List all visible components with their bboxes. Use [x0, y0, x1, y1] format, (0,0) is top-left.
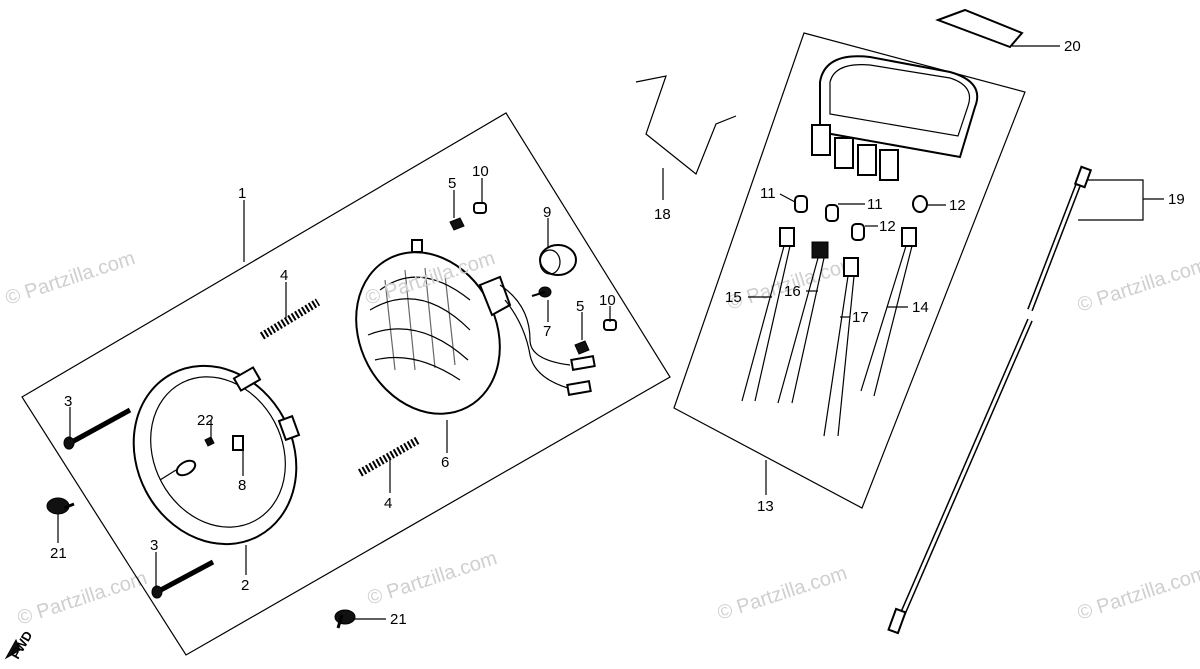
callout-12: 12: [879, 218, 896, 235]
bulb-11-icon: [825, 204, 839, 222]
grommet-10-icon: [473, 202, 487, 214]
bolt-22-icon: [204, 436, 215, 447]
screw-3-lower: [151, 559, 215, 599]
nut-8-icon: [232, 435, 244, 451]
watermark: © Partzilla.com: [1075, 254, 1200, 317]
callout-22: 22: [197, 412, 214, 429]
meter-unit: [811, 55, 979, 181]
watermark: © Partzilla.com: [715, 562, 850, 625]
callout-14: 14: [912, 299, 929, 316]
headlight-case: [132, 364, 301, 546]
direction-label: FWD: [8, 628, 36, 661]
wire-socket-14: [860, 227, 917, 397]
bulb-12-icon: [912, 195, 928, 213]
callout-20: 20: [1064, 38, 1081, 55]
callout-10: 10: [599, 292, 616, 309]
callout-4: 4: [280, 267, 288, 284]
bracket-18: [635, 75, 737, 175]
wire-socket-16: [777, 241, 829, 404]
callout-3: 3: [64, 393, 72, 410]
callout-18: 18: [654, 206, 671, 223]
screw-7-icon: [531, 286, 552, 298]
callout-13: 13: [757, 498, 774, 515]
leader-lines: [57, 45, 1164, 620]
callout-5: 5: [576, 298, 584, 315]
bolt-21-left: [46, 497, 75, 515]
bolt-21-bottom: [334, 609, 356, 629]
wire-socket-15: [741, 227, 795, 402]
callout-numbers: 1 2 3 3 4 4 5 5 6 7 8 9 10 10 11 11 12 1…: [50, 38, 1185, 628]
callout-3: 3: [150, 537, 158, 554]
watermark: © Partzilla.com: [1075, 562, 1200, 625]
callout-10: 10: [472, 163, 489, 180]
callout-5: 5: [448, 175, 456, 192]
spring-4-lower: [358, 436, 420, 477]
nut-5-icon: [574, 340, 590, 355]
callout-11: 11: [760, 185, 776, 202]
watermark: © Partzilla.com: [15, 567, 150, 630]
label-20: [935, 8, 1024, 49]
callout-21: 21: [390, 611, 407, 628]
callout-15: 15: [725, 289, 742, 306]
direction-arrow: FWD: [4, 628, 36, 662]
callout-1: 1: [238, 185, 246, 202]
callout-16: 16: [784, 283, 801, 300]
callout-2: 2: [241, 577, 249, 594]
socket-9: [539, 244, 577, 276]
nut-5-icon: [449, 217, 465, 231]
bulb-12-icon: [851, 223, 865, 241]
callout-4: 4: [384, 495, 392, 512]
headlight-unit: [355, 239, 596, 415]
wire-socket-17: [823, 257, 859, 437]
callout-7: 7: [543, 323, 551, 340]
watermark: © Partzilla.com: [365, 547, 500, 610]
headlight-assembly-frame: [21, 112, 671, 656]
callout-19: 19: [1168, 191, 1185, 208]
callout-9: 9: [543, 204, 551, 221]
spring-4-upper: [259, 298, 321, 340]
meter-assembly-frame: [673, 32, 1026, 509]
callout-12: 12: [949, 197, 966, 214]
callout-11: 11: [867, 196, 883, 213]
screw-3-upper: [63, 407, 132, 450]
callout-21: 21: [50, 545, 67, 562]
callout-8: 8: [238, 477, 246, 494]
callout-6: 6: [441, 454, 449, 471]
bulb-11-icon: [794, 195, 808, 213]
callout-17: 17: [852, 309, 869, 326]
watermark: © Partzilla.com: [3, 247, 138, 310]
speedometer-cable-19: [887, 165, 1093, 635]
